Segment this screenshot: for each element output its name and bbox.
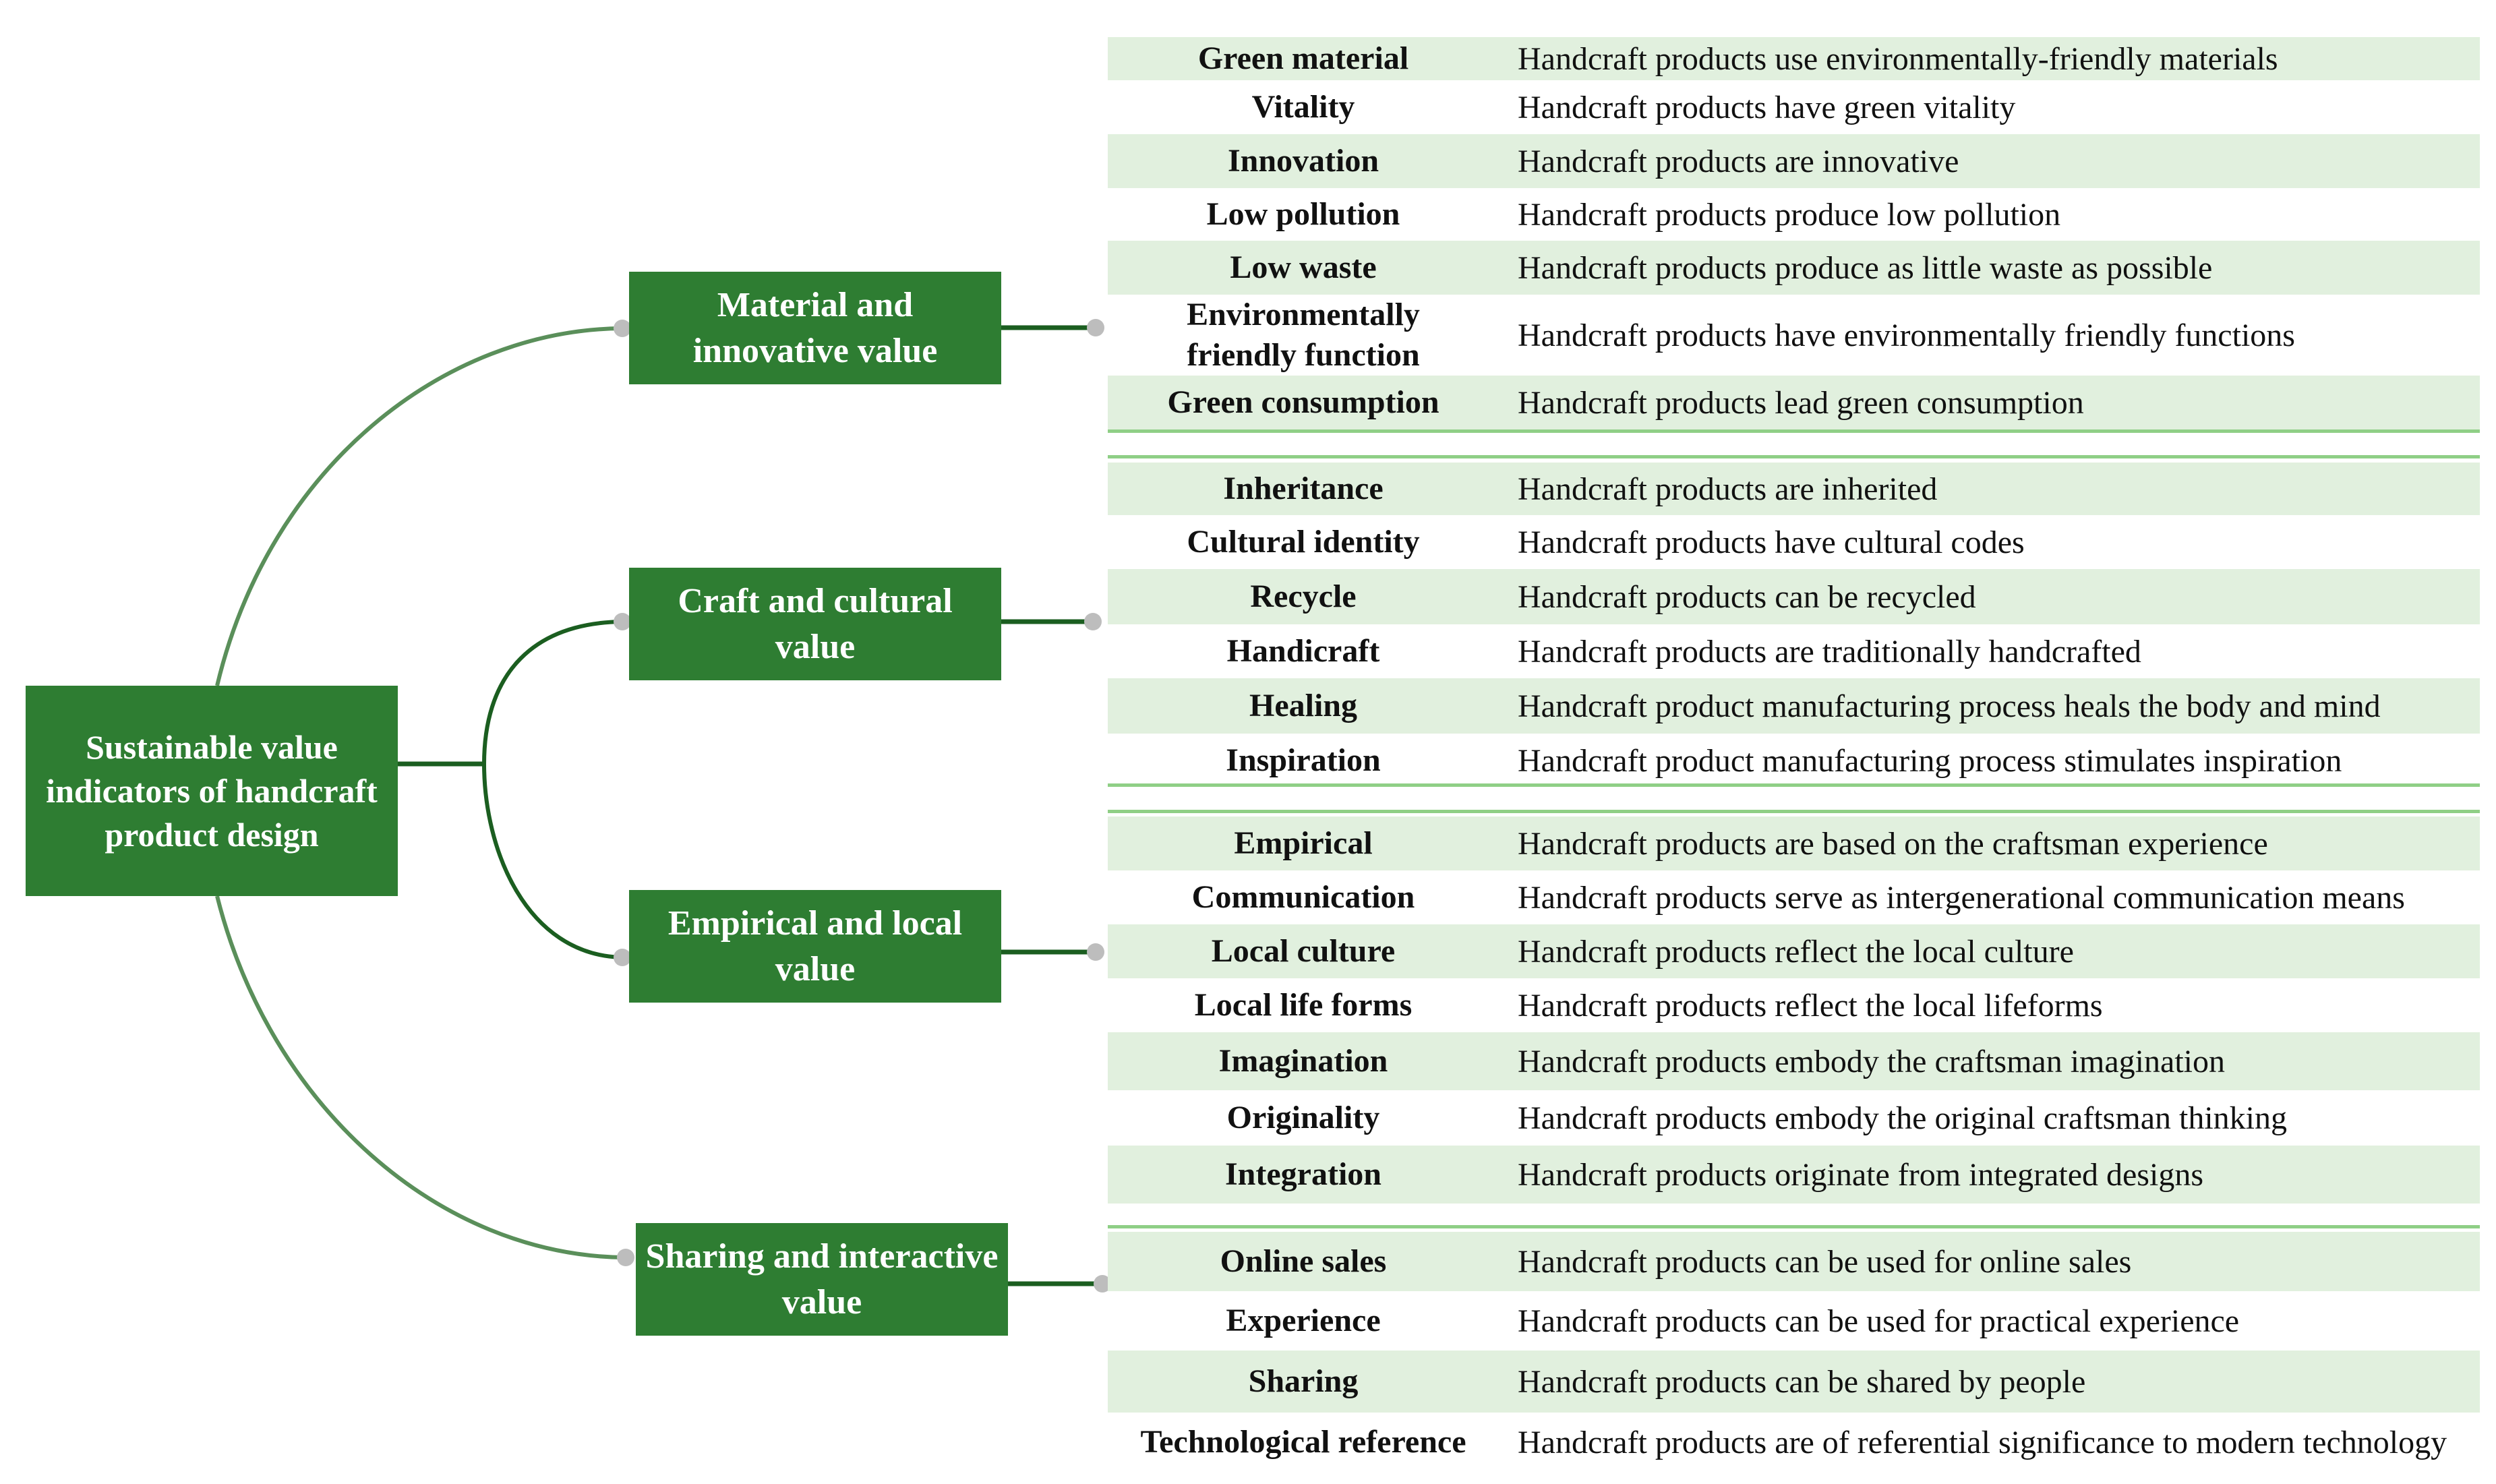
indicator-row-green-material: Green material Handcraft products use env… [1108, 37, 2480, 80]
connector-dot [614, 949, 631, 966]
indicator-description: Handcraft products serve as intergenerat… [1518, 879, 2405, 916]
indicator-row-originality: Originality Handcraft products embody the… [1108, 1090, 2480, 1146]
group-divider [1108, 810, 2480, 813]
connector-dot [614, 320, 631, 337]
indicator-description: Handcraft products can be used for onlin… [1518, 1243, 2132, 1280]
group-divider [1108, 429, 2480, 433]
category-sharing-interactive: Sharing and interactive value [636, 1223, 1008, 1336]
indicator-term: Green material [1197, 40, 1409, 76]
indicator-description: Handcraft products produce low pollution [1518, 196, 2061, 233]
connector-dot [614, 613, 631, 630]
indicator-row-recycle: Recycle Handcraft products can be recycle… [1108, 569, 2480, 624]
indicator-term: Inheritance [1223, 471, 1384, 506]
indicator-term: Local life forms [1194, 987, 1413, 1023]
indicator-term: Healing [1249, 688, 1357, 723]
group-divider [1108, 783, 2480, 787]
indicator-description: Handcraft products reflect the local lif… [1518, 987, 2103, 1023]
indicator-description: Handcraft products originate from integr… [1518, 1156, 2203, 1193]
indicator-row-online-sales: Online sales Handcraft products can be us… [1108, 1232, 2480, 1291]
arc-to-craft [482, 620, 622, 765]
indicator-description: Handcraft products are innovative [1518, 143, 1959, 179]
indicator-row-inheritance: Inheritance Handcraft products are inheri… [1108, 463, 2480, 515]
indicator-description: Handcraft products have green vitality [1518, 89, 2016, 125]
indicator-term: Originality [1226, 1100, 1380, 1135]
indicator-description: Handcraft products can be recycled [1518, 578, 1976, 615]
indicator-term: Local culture [1211, 933, 1396, 969]
indicator-row-experience: Experience Handcraft products can be used… [1108, 1291, 2480, 1351]
indicator-row-green-consumption: Green consumption Handcraft products lead… [1108, 376, 2480, 429]
indicator-term: Cultural identity [1187, 524, 1420, 560]
root-node: Sustainable value indicators of handcraf… [26, 686, 398, 896]
indicator-description: Handcraft products have cultural codes [1518, 524, 2025, 560]
indicator-term: Imagination [1218, 1043, 1388, 1079]
indicator-description: Handcraft products can be shared by peop… [1518, 1363, 2086, 1400]
indicator-row-innovation: Innovation Handcraft products are innovat… [1108, 134, 2480, 188]
indicator-term: Sharing [1248, 1363, 1359, 1399]
indicator-description: Handcraft products produce as little was… [1518, 249, 2213, 286]
indicator-row-integration: Integration Handcraft products originate … [1108, 1146, 2480, 1204]
category-empirical-local: Empirical and local value [629, 890, 1001, 1003]
category-craft-cultural: Craft and cultural value [629, 568, 1001, 680]
indicator-row-vitality: Vitality Handcraft products have green vi… [1108, 80, 2480, 134]
indicator-term: Environmentally friendly function [1187, 297, 1420, 373]
indicator-description: Handcraft products have environmentally … [1518, 317, 2295, 353]
connector-dot [1087, 943, 1104, 961]
indicator-description: Handcraft products embody the craftsman … [1518, 1043, 2225, 1079]
indicator-row-handicraft: Handicraft Handcraft products are traditi… [1108, 624, 2480, 678]
indicator-row-cultural-identity: Cultural identity Handcraft products have… [1108, 515, 2480, 569]
indicator-term: Vitality [1251, 89, 1355, 125]
indicator-description: Handcraft products are traditionally han… [1518, 633, 2141, 670]
indicator-row-local-life-forms: Local life forms Handcraft products refle… [1108, 978, 2480, 1032]
indicator-term: Inspiration [1226, 742, 1381, 778]
connector-dot [1087, 319, 1104, 336]
connector-dot [617, 1249, 634, 1266]
indicator-term: Green consumption [1167, 384, 1439, 420]
indicator-term: Integration [1225, 1156, 1381, 1192]
indicator-description: Handcraft products reflect the local cul… [1518, 933, 2074, 970]
category-material-innovative: Material and innovative value [629, 272, 1001, 384]
indicator-description: Handcraft products are based on the craf… [1518, 825, 2268, 862]
indicator-description: Handcraft products embody the original c… [1518, 1100, 2288, 1136]
indicator-term: Experience [1226, 1303, 1381, 1338]
indicator-description: Handcraft products use environmentally-f… [1518, 40, 2278, 77]
indicator-row-local-culture: Local culture Handcraft products reflect … [1108, 924, 2480, 978]
indicator-term: Online sales [1220, 1243, 1387, 1279]
indicator-description: Handcraft products are inherited [1518, 471, 1938, 507]
arc-to-empirical [482, 763, 622, 959]
indicator-description: Handcraft products are of referential si… [1518, 1424, 2447, 1460]
indicator-term: Low pollution [1206, 196, 1400, 232]
indicator-term: Technological reference [1140, 1424, 1466, 1460]
indicator-term: Handicraft [1226, 633, 1380, 669]
indicator-term: Low waste [1230, 249, 1377, 285]
indicator-row-low-pollution: Low pollution Handcraft products produce … [1108, 188, 2480, 241]
indicator-row-inspiration: Inspiration Handcraft product manufacturi… [1108, 734, 2480, 788]
indicator-term: Communication [1191, 879, 1415, 915]
arc-to-sharing [215, 895, 625, 1259]
indicator-description: Handcraft product manufacturing process … [1518, 688, 2381, 724]
connector-dot [1094, 1275, 1111, 1293]
indicator-row-imagination: Imagination Handcraft products embody the… [1108, 1032, 2480, 1090]
indicator-row-low-waste: Low waste Handcraft products produce as l… [1108, 241, 2480, 295]
indicator-row-healing: Healing Handcraft product manufacturing p… [1108, 678, 2480, 734]
indicator-row-communication: Communication Handcraft products serve as… [1108, 870, 2480, 924]
indicator-row-technological-reference: Technological reference Handcraft product… [1108, 1413, 2480, 1472]
connector-dot [1084, 613, 1102, 630]
group-divider [1108, 1225, 2480, 1228]
indicator-term: Empirical [1234, 825, 1373, 861]
group-divider [1108, 455, 2480, 458]
indicator-description: Handcraft products lead green consumptio… [1518, 384, 2084, 421]
indicator-term: Innovation [1227, 143, 1379, 179]
indicator-description: Handcraft products can be used for pract… [1518, 1303, 2240, 1339]
indicator-term: Recycle [1250, 578, 1357, 614]
indicator-row-sharing: Sharing Handcraft products can be shared … [1108, 1351, 2480, 1413]
indicator-row-environmentally-friendly-function: Environmentally friendly function Handcra… [1108, 295, 2480, 376]
indicator-description: Handcraft product manufacturing process … [1518, 742, 2342, 779]
arc-to-material [215, 326, 622, 686]
indicator-row-empirical: Empirical Handcraft products are based on… [1108, 817, 2480, 870]
